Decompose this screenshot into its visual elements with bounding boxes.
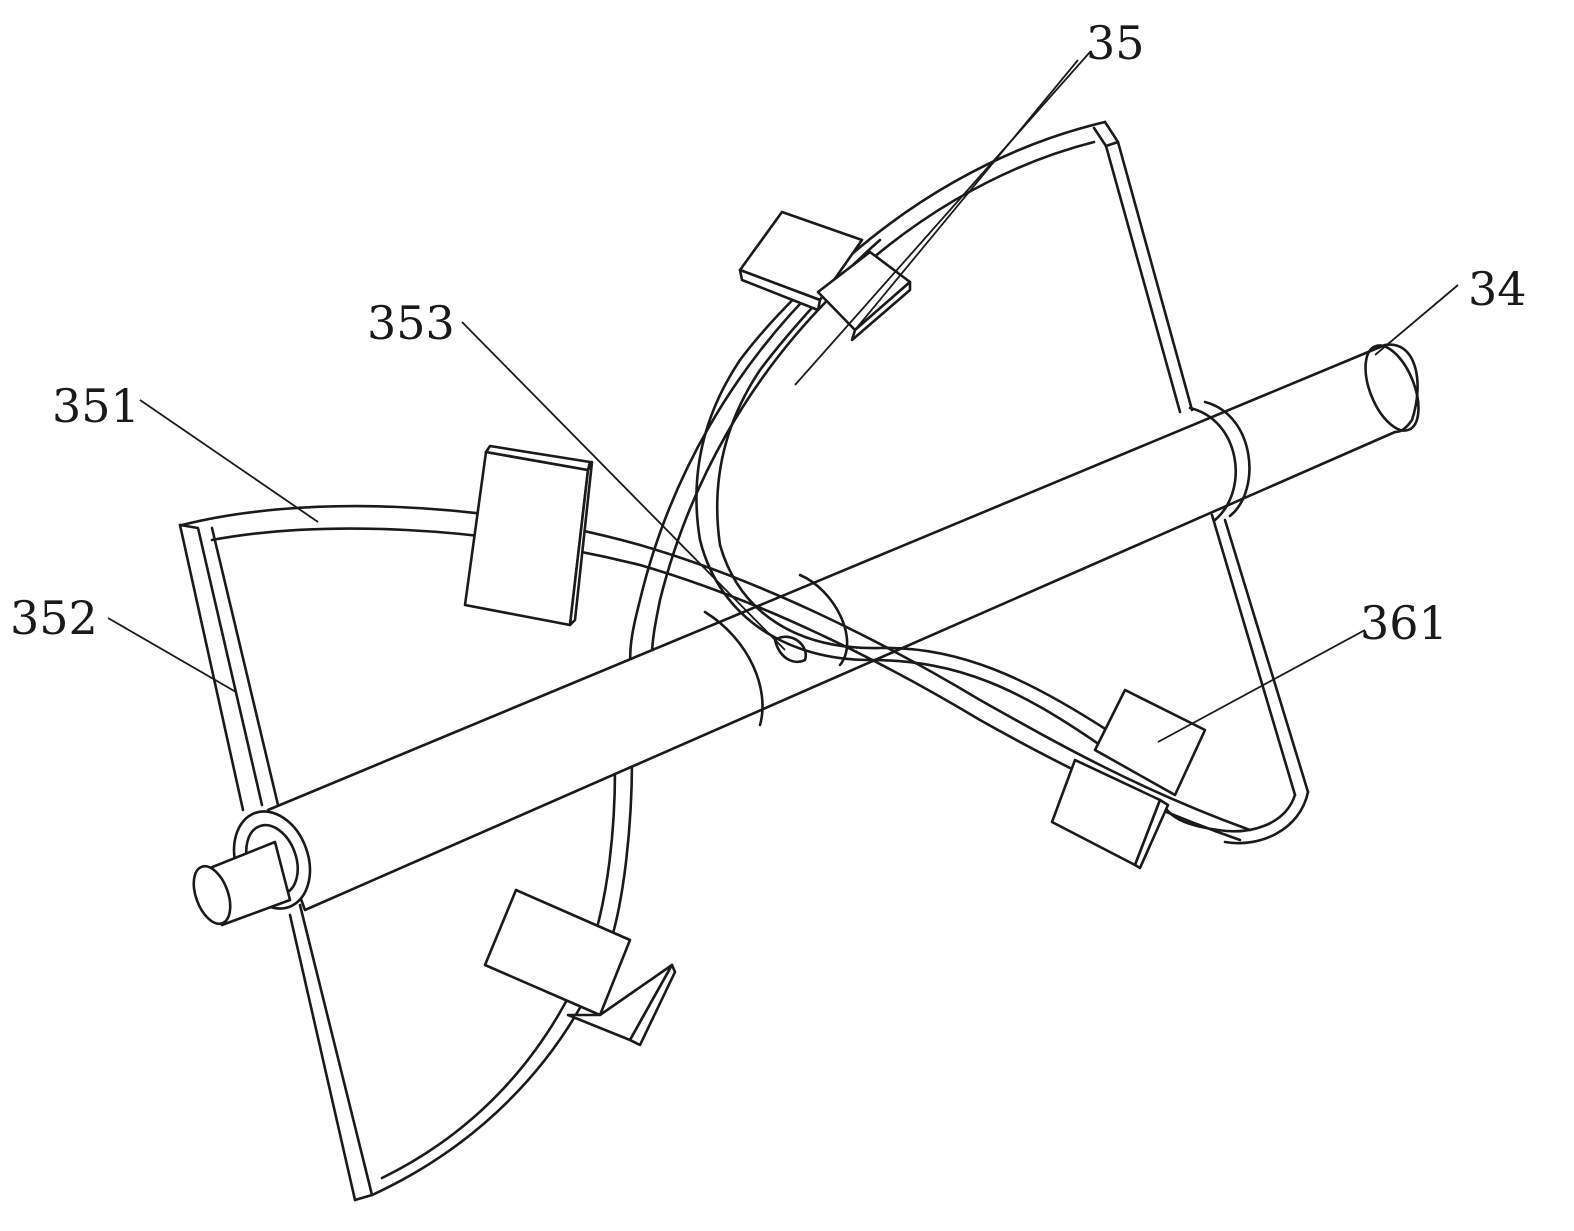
- leader-351: [139, 399, 319, 523]
- leader-lines: [107, 51, 1459, 743]
- label-361: 361: [1360, 596, 1448, 650]
- leader-353: [461, 321, 786, 651]
- label-35: 35: [1086, 16, 1145, 70]
- label-353: 353: [367, 296, 455, 350]
- paddles: [463, 210, 1207, 1047]
- leader-35-b: [794, 51, 1091, 386]
- leader-35-a: [854, 59, 1079, 331]
- leader-34: [1374, 284, 1459, 356]
- leader-361: [1157, 629, 1366, 743]
- shaft: [192, 343, 1420, 927]
- leader-352: [107, 617, 237, 693]
- label-34: 34: [1468, 262, 1527, 316]
- label-352: 352: [10, 591, 98, 645]
- label-351: 351: [52, 379, 140, 433]
